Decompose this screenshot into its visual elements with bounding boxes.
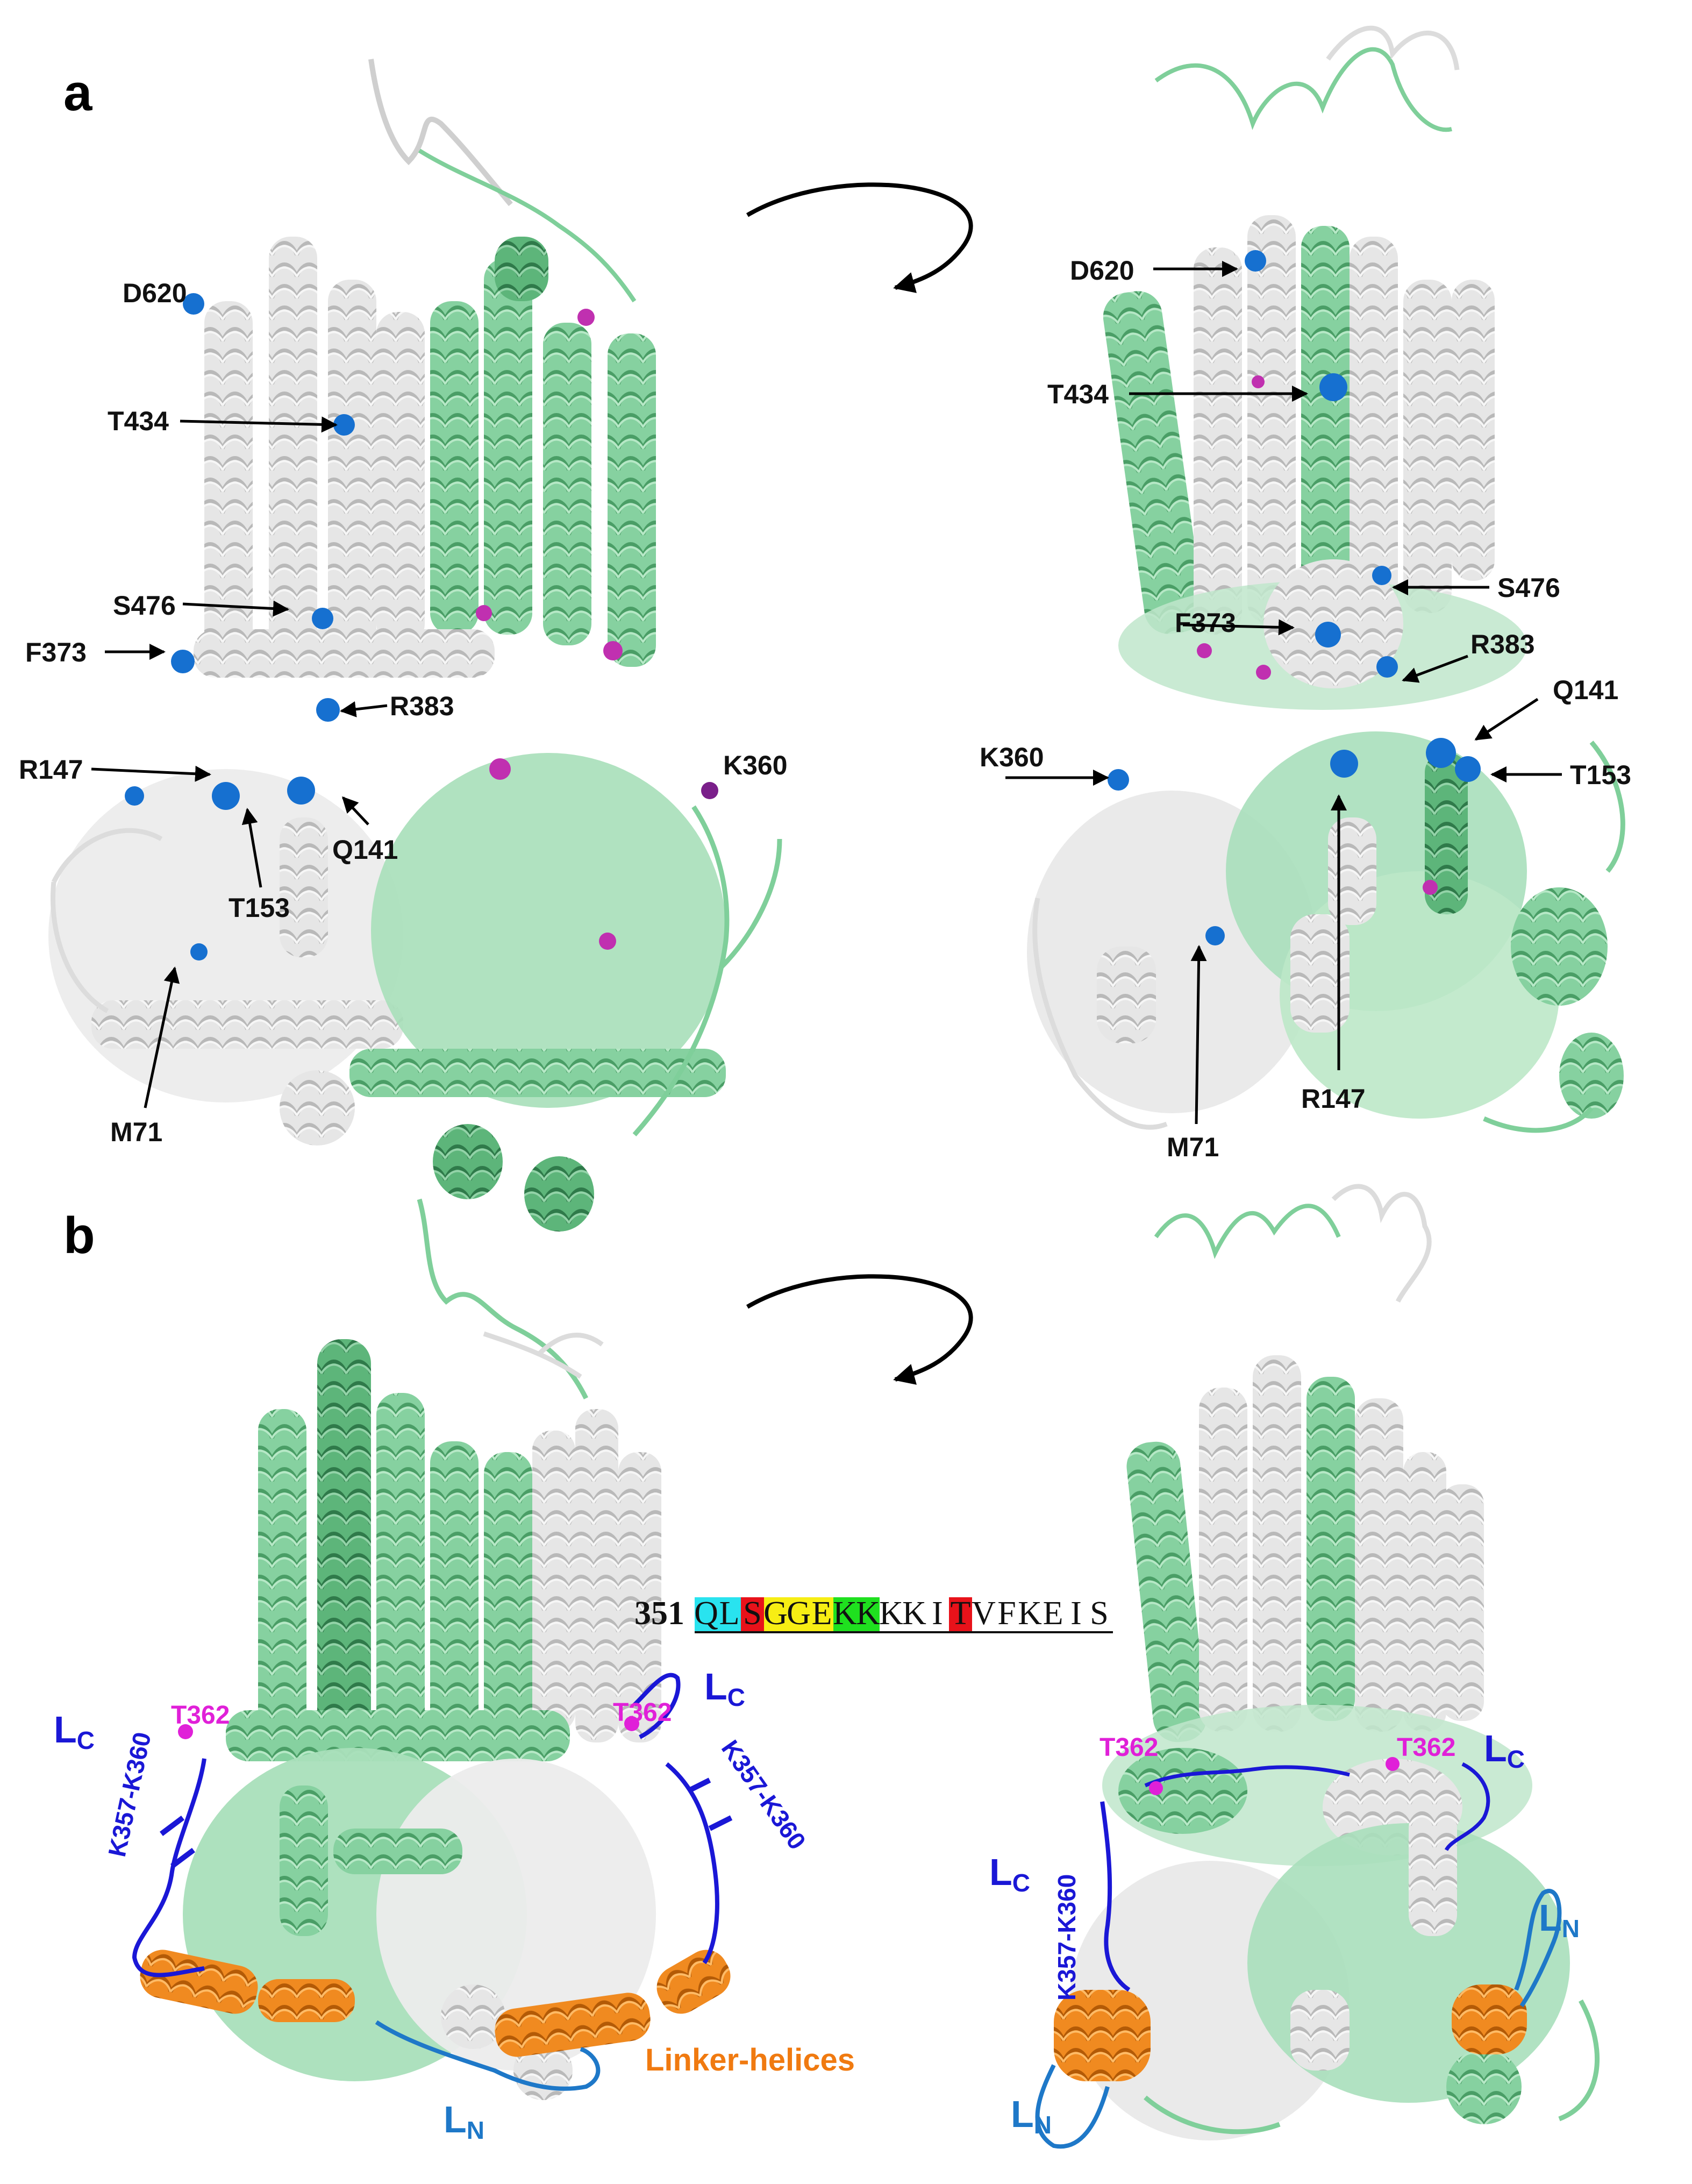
- rotation-arrow-b: [746, 1274, 973, 1385]
- sequence-highlight: [856, 1597, 880, 1633]
- sequence-residue: G: [787, 1595, 811, 1632]
- sequence-highlight: [833, 1597, 856, 1633]
- structure-b-left: [132, 1198, 733, 2100]
- label-s476-a-left: S476: [113, 591, 176, 621]
- label-t362-b-left-1: T362: [171, 1701, 230, 1730]
- sequence-residue: E: [812, 1595, 832, 1632]
- sequence-highlight: [741, 1597, 764, 1633]
- label-s476-a-right: S476: [1497, 573, 1560, 603]
- sequence-residue: V: [972, 1595, 996, 1632]
- label-f373-a-left: F373: [25, 637, 87, 667]
- sequence-highlight: [949, 1597, 972, 1633]
- label-lc-b-right-1: LC: [1484, 1727, 1525, 1773]
- sequence-residue: S: [1090, 1595, 1108, 1632]
- sequence-residue: G: [763, 1595, 788, 1632]
- panel-a-letter: a: [63, 64, 92, 122]
- label-m71-a-right: M71: [1167, 1132, 1219, 1162]
- sequence-highlight: [695, 1597, 718, 1633]
- sequence-highlight: [718, 1597, 741, 1633]
- label-lc-b-left-2: LC: [704, 1666, 745, 1711]
- sequence-residue: I: [932, 1595, 943, 1632]
- label-k357-b-left-1: K357-K360: [103, 1730, 156, 1859]
- labels-a-left: D620 T434 S476 F373 R383 R147 Q141 T153 …: [19, 278, 788, 1147]
- label-t362-b-right-2: T362: [1397, 1733, 1455, 1762]
- label-r383-a-right: R383: [1470, 629, 1535, 659]
- label-t434-a-right: T434: [1047, 379, 1109, 409]
- label-k360-a-right: K360: [980, 742, 1044, 772]
- label-ln-b-left: LN: [444, 2098, 484, 2144]
- label-t153-a-left: T153: [229, 893, 290, 923]
- label-lc-b-right-2: LC: [989, 1851, 1030, 1897]
- labels-a-right: D620 T434 S476 F373 R383 Q141 K360 T153 …: [980, 255, 1631, 1162]
- sequence-residue: K: [856, 1595, 880, 1632]
- label-t362-b-right-1: T362: [1100, 1733, 1158, 1762]
- structure-a-right: [1027, 25, 1625, 1133]
- labels-b-right: T362 T362 LC LC K357-K360 LN LN: [989, 1727, 1580, 2139]
- label-t362-b-left-2: T362: [613, 1698, 672, 1727]
- label-ln-b-right-2: LN: [1011, 2093, 1052, 2139]
- structure-b-right: [1035, 1184, 1600, 2149]
- label-d620-a-left: D620: [123, 278, 187, 308]
- label-t153-a-right: T153: [1570, 760, 1631, 790]
- label-r147-a-left: R147: [19, 755, 83, 785]
- structure-a-left: [48, 59, 782, 1232]
- sequence-residue: K: [879, 1595, 903, 1632]
- sequence-residue: E: [1043, 1595, 1063, 1632]
- label-m71-a-left: M71: [110, 1117, 162, 1147]
- sequence-highlight: [810, 1597, 833, 1633]
- label-k360-a-left: K360: [723, 750, 788, 780]
- label-k357-b-right: K357-K360: [1053, 1874, 1081, 2001]
- label-t434-a-left: T434: [108, 406, 169, 436]
- sequence-start: 351: [634, 1595, 684, 1632]
- panel-b-letter: b: [63, 1207, 95, 1264]
- label-q141-a-right: Q141: [1553, 675, 1618, 705]
- sequence-residue: Q: [694, 1595, 718, 1632]
- label-q141-a-left: Q141: [332, 835, 398, 865]
- sequence-highlight: [764, 1597, 787, 1633]
- label-d620-a-right: D620: [1070, 255, 1134, 286]
- label-linker-helices: Linker-helices: [645, 2043, 855, 2078]
- label-r383-a-left: R383: [390, 691, 454, 721]
- label-r147-a-right: R147: [1301, 1084, 1366, 1114]
- sequence-highlight: [787, 1597, 810, 1633]
- label-f373-a-right: F373: [1175, 608, 1236, 638]
- sequence-residue: L: [719, 1595, 740, 1632]
- sequence-residue: F: [997, 1595, 1016, 1632]
- label-k357-b-left-2: K357-K360: [716, 1735, 812, 1855]
- label-ln-b-right-1: LN: [1539, 1897, 1580, 1943]
- label-lc-b-left: LC: [54, 1709, 95, 1754]
- sequence-residue: T: [951, 1595, 971, 1632]
- sequence-residue: S: [743, 1595, 761, 1632]
- sequence-residue: K: [833, 1595, 857, 1632]
- sequence-residue: K: [1018, 1595, 1042, 1632]
- sequence-residue: K: [902, 1595, 926, 1632]
- rotation-arrow-a: [746, 182, 973, 293]
- sequence-residue: I: [1070, 1595, 1082, 1632]
